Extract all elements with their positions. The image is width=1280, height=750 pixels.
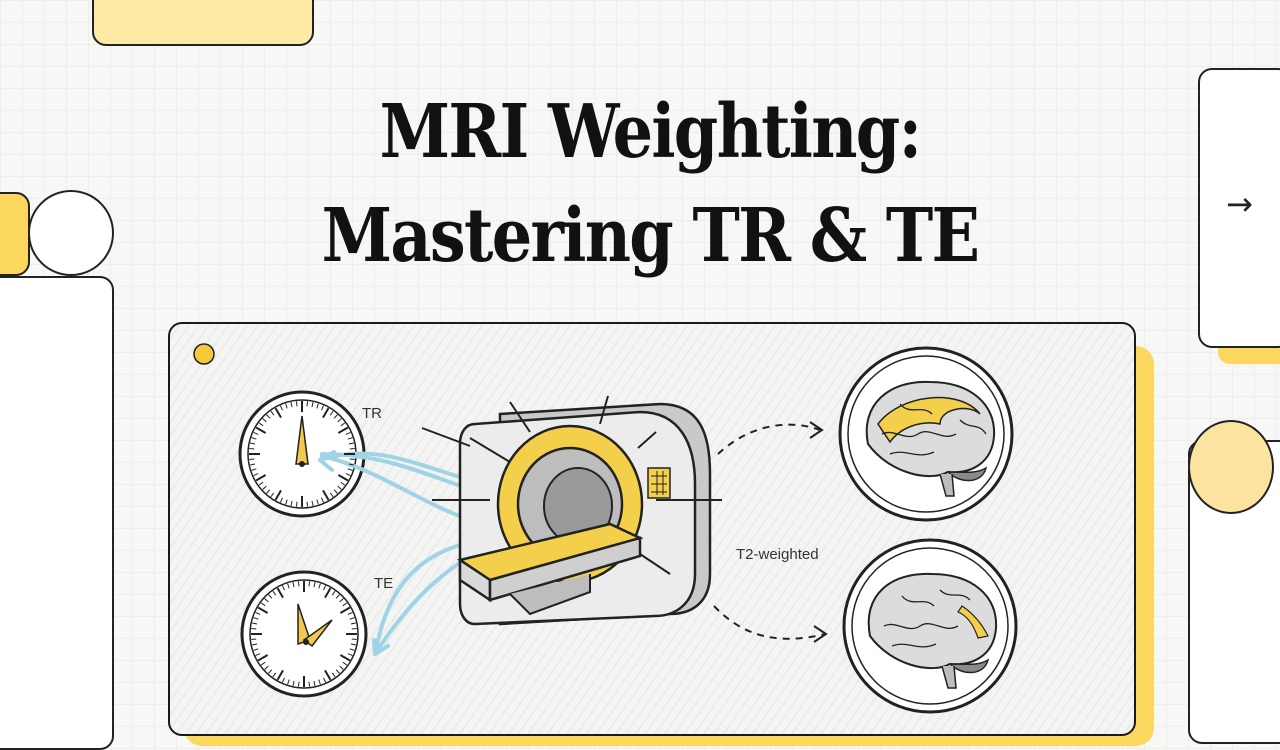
t2-weighted-label: T2-weighted (736, 546, 819, 563)
tr-label: TR (362, 405, 382, 422)
mri-illustration: TR TE (170, 324, 1134, 734)
brain-icon-t2 (842, 538, 1018, 714)
clock-ticks (249, 401, 355, 507)
mri-scanner-icon (421, 395, 722, 626)
deco-left-panel (0, 276, 114, 750)
deco-white-circle-left (28, 190, 114, 276)
deco-yellow-card-top (92, 0, 314, 46)
te-label: TE (374, 575, 393, 592)
dashed-arrows (713, 423, 827, 640)
deco-yellow-dot-left (0, 192, 30, 276)
clock-ticks (251, 581, 357, 687)
right-arrow-icon: → (1226, 185, 1253, 223)
card-corner-dot (193, 343, 215, 365)
te-clock-icon (240, 570, 368, 698)
next-slide-button[interactable]: → (1198, 68, 1280, 348)
brain-icon-t1 (838, 346, 1014, 522)
slide-title: MRI Weighting: Mastering TR & TE (321, 89, 980, 279)
deco-yellow-circle-right (1188, 420, 1274, 514)
illustration-card: TR TE (168, 322, 1136, 736)
